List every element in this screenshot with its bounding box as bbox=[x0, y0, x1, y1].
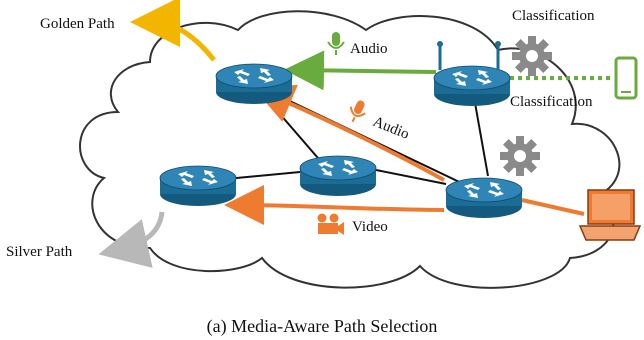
video-flow-orange bbox=[224, 185, 445, 226]
smartphone-icon bbox=[614, 56, 638, 100]
antenna-icon bbox=[438, 46, 500, 70]
audio-label-top: Audio bbox=[350, 41, 388, 57]
video-camera-icon bbox=[317, 213, 344, 235]
antenna-tip-icon bbox=[437, 41, 443, 47]
laptop-link bbox=[521, 198, 585, 216]
gear-icon bbox=[512, 36, 552, 76]
router-right bbox=[445, 177, 523, 219]
classification-label-top: Classification bbox=[512, 8, 595, 24]
microphone-icon bbox=[327, 32, 345, 55]
audio-flow-green bbox=[284, 50, 437, 91]
router-center bbox=[299, 155, 377, 197]
video-label: Video bbox=[352, 219, 388, 235]
router-top-left bbox=[215, 63, 293, 105]
golden-path-arrow bbox=[130, 0, 216, 62]
computer-icon bbox=[578, 189, 642, 241]
golden-path-label: Golden Path bbox=[40, 16, 115, 32]
antenna-tip-icon bbox=[495, 41, 501, 47]
audio-flow-orange bbox=[253, 84, 445, 182]
router-left bbox=[159, 165, 237, 207]
microphone-icon bbox=[349, 100, 366, 123]
figure-caption: (a) Media-Aware Path Selection bbox=[207, 316, 438, 337]
classification-label-mid: Classification bbox=[510, 94, 593, 110]
silver-path-arrow bbox=[98, 211, 165, 268]
router-top-right bbox=[433, 65, 511, 107]
gear-icon bbox=[500, 136, 540, 176]
silver-path-label: Silver Path bbox=[6, 244, 73, 260]
